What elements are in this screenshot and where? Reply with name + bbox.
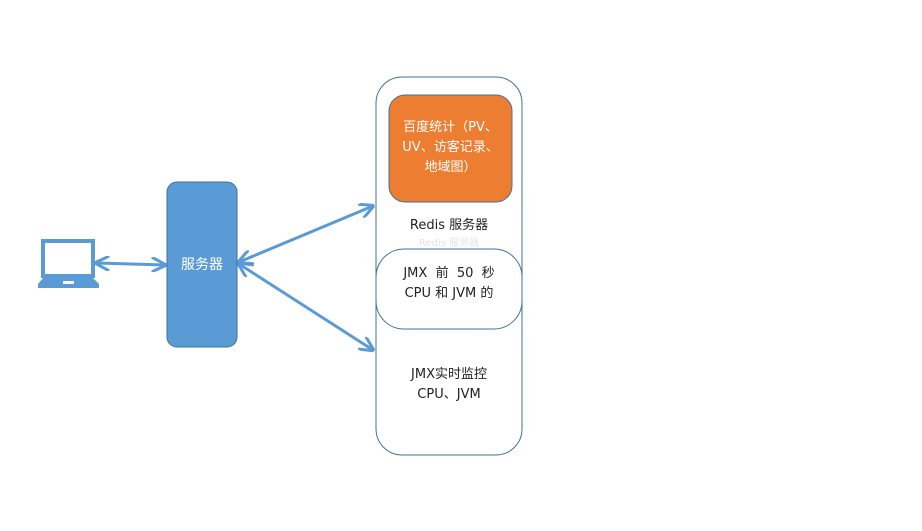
- server-jmx-arrow: [239, 264, 373, 350]
- jmx-realtime-line1: JMX实时监控: [411, 367, 487, 382]
- redis-label: Redis 服务器: [409, 218, 489, 233]
- baidu-stats-line2: UV、访客记录、: [402, 140, 499, 155]
- jmx-realtime-line2: CPU、JVM: [417, 387, 481, 402]
- jmx-history-box: [375, 248, 523, 330]
- jmx-history-label: JMX 前 50 秒 CPU 和 JVM 的: [376, 264, 522, 304]
- jmx-history-line1: JMX 前 50 秒: [403, 266, 495, 281]
- redis-ghost-label: Redis 服务器: [418, 238, 480, 249]
- jmx-realtime-label: JMX实时监控 CPU、JVM: [376, 365, 522, 405]
- baidu-stats-line3: 地域图）: [424, 160, 477, 175]
- server-redis-arrow: [239, 206, 373, 262]
- baidu-stats-line1: 百度统计（PV、: [403, 120, 498, 135]
- client-server-arrow: [96, 263, 165, 265]
- jmx-history-line2: CPU 和 JVM 的: [404, 286, 494, 301]
- laptop-icon: [38, 239, 99, 288]
- baidu-stats-box: [388, 94, 513, 203]
- server-box: [166, 181, 238, 348]
- server-label: 服务器: [181, 257, 223, 273]
- baidu-stats-label: 百度统计（PV、 UV、访客记录、 地域图）: [389, 118, 512, 178]
